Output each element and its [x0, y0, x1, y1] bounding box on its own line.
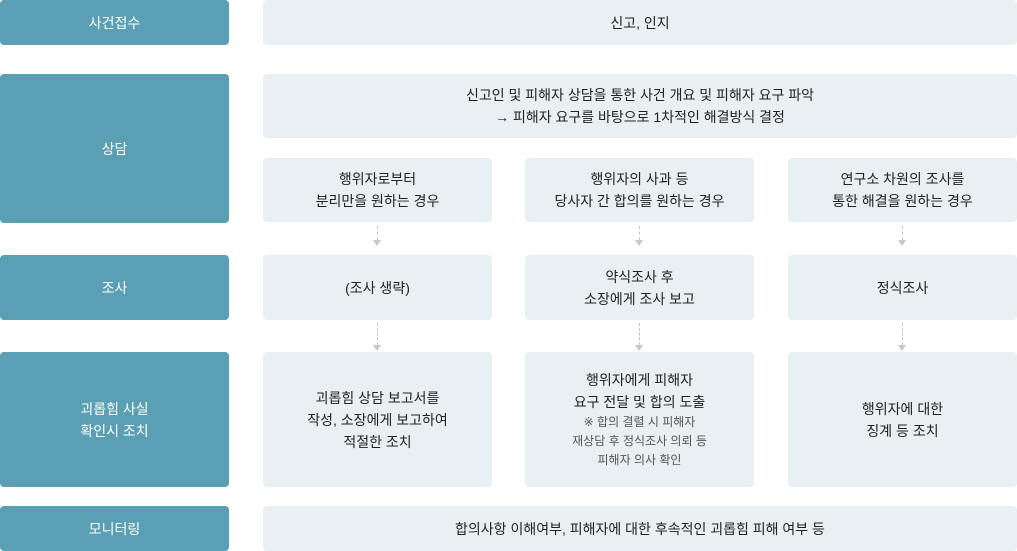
counseling-box: 신고인 및 피해자 상담을 통한 사건 개요 및 피해자 요구 파악 → 피해자…	[263, 74, 1017, 138]
box-text: 적절한 조치	[343, 433, 412, 450]
box-text: → 피해자 요구를 바탕으로 1차적인 해결방식 결정	[495, 109, 785, 125]
arrow-down-icon	[373, 323, 381, 351]
note-text: ※ 합의 결렬 시 피해자	[583, 415, 696, 429]
box-text: 신고, 인지	[610, 14, 670, 31]
box-text: 징계 등 조치	[866, 422, 939, 439]
stage-counseling: 상담	[0, 74, 229, 223]
investigation-skipped: (조사 생략)	[263, 255, 492, 320]
arrow-down-icon	[898, 323, 906, 351]
arrow-down-icon	[635, 323, 643, 351]
stage-label: 사건접수	[88, 14, 141, 31]
box-text: 행위자에 대한	[861, 400, 944, 417]
box-text: 합의사항 이해여부, 피해자에 대한 후속적인 괴롭힘 피해 여부 등	[455, 520, 825, 537]
box-text: (조사 생략)	[345, 279, 410, 296]
stage-investigation: 조사	[0, 255, 229, 320]
monitoring-box: 합의사항 이해여부, 피해자에 대한 후속적인 괴롭힘 피해 여부 등	[263, 506, 1017, 551]
arrow-down-icon	[373, 226, 381, 246]
stage-label: 상담	[101, 140, 128, 157]
arrow-down-icon	[898, 226, 906, 246]
box-text: 요구 전달 및 합의 도출	[573, 394, 706, 410]
box-text: 괴롭힘 상담 보고서를	[315, 389, 440, 406]
box-text: 행위자에게 피해자	[586, 372, 693, 388]
stage-label: 모니터링	[88, 520, 141, 537]
box-text: 연구소 차원의 조사를	[840, 171, 965, 187]
arrow-down-icon	[635, 226, 643, 246]
note-text: 재상담 후 정식조사 의뢰 등	[572, 434, 707, 448]
box-text: 통한 해결을 원하는 경우	[832, 193, 973, 209]
box-text: 정식조사	[876, 279, 929, 296]
stage-label: 조사	[101, 279, 128, 296]
stage-action: 괴롭힘 사실 확인시 조치	[0, 352, 229, 487]
box-text: 당사자 간 합의를 원하는 경우	[554, 193, 725, 209]
note-text: 피해자 의사 확인	[597, 453, 682, 467]
box-text: 작성, 소장에게 보고하여	[307, 411, 448, 428]
stage-monitoring: 모니터링	[0, 506, 229, 551]
box-text: 행위자의 사과 등	[590, 171, 689, 187]
receipt-box: 신고, 인지	[263, 0, 1017, 45]
box-text: 신고인 및 피해자 상담을 통한 사건 개요 및 피해자 요구 파악	[465, 87, 814, 103]
box-text: 분리만을 원하는 경우	[315, 193, 440, 209]
box-text: 약식조사 후	[605, 268, 674, 285]
stage-label: 괴롭힘 사실	[80, 400, 149, 417]
investigation-formal: 정식조사	[788, 255, 1017, 320]
box-text: 행위자로부터	[338, 171, 417, 187]
stage-receipt: 사건접수	[0, 0, 229, 45]
stage-label: 확인시 조치	[80, 422, 149, 439]
box-text: 소장에게 조사 보고	[584, 290, 695, 307]
